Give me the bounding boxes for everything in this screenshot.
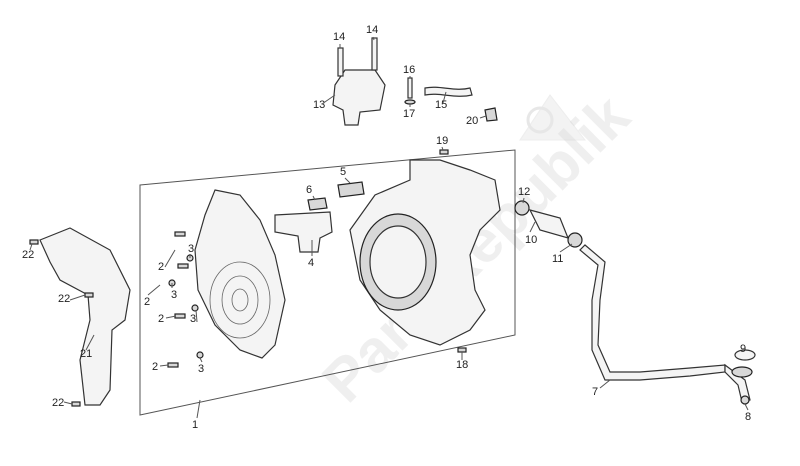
callout-13: 13 <box>313 99 325 111</box>
callout-2a: 2 <box>158 261 164 273</box>
housing-opening-inner <box>369 225 427 299</box>
screw-22b <box>84 292 94 298</box>
clip-20 <box>484 107 498 122</box>
flange-9b <box>731 366 753 378</box>
fan-cover-grille-inner <box>221 275 259 325</box>
screw-16 <box>407 77 413 99</box>
callout-2b: 2 <box>144 296 150 308</box>
callout-3b: 3 <box>171 289 177 301</box>
bolt-14b <box>371 37 378 71</box>
callout-8: 8 <box>745 411 751 423</box>
washer-17 <box>404 99 416 105</box>
screws <box>29 149 467 407</box>
callout-3c: 3 <box>190 313 196 325</box>
callout-labels: 1 2 2 2 2 3 3 3 3 4 5 6 7 8 9 10 11 12 1… <box>22 24 751 431</box>
callout-21: 21 <box>80 348 92 360</box>
callout-2d: 2 <box>152 361 158 373</box>
screw-22a <box>29 239 39 245</box>
callout-17: 17 <box>403 108 415 120</box>
nut-8 <box>740 395 750 405</box>
clamp-11 <box>567 232 583 248</box>
screw-2c <box>174 313 186 319</box>
callout-3a: 3 <box>188 243 194 255</box>
callout-12: 12 <box>518 186 530 198</box>
leader-lines <box>29 36 749 419</box>
watermark-gear-icon <box>519 94 587 141</box>
screw-22c <box>71 401 81 407</box>
callout-19: 19 <box>436 135 448 147</box>
nut-3c <box>191 304 199 312</box>
gasket-part <box>274 211 333 253</box>
callout-11: 11 <box>552 253 563 265</box>
screw-19 <box>439 149 449 155</box>
gasket-9 <box>734 349 756 361</box>
fan-cover-part <box>194 189 286 359</box>
callout-18: 18 <box>456 359 468 371</box>
callout-7: 7 <box>592 386 598 398</box>
fan-cover-grille <box>209 261 271 339</box>
screw-2a <box>174 231 186 237</box>
callout-22a: 22 <box>22 249 34 261</box>
side-cover-part <box>39 227 131 406</box>
fan-cover-grille-core <box>231 288 249 312</box>
callout-6: 6 <box>306 184 312 196</box>
screw-18 <box>457 347 467 353</box>
hose-15 <box>424 86 473 97</box>
callout-9: 9 <box>740 343 746 355</box>
pipe-7 <box>579 244 726 381</box>
callout-15: 15 <box>435 99 447 111</box>
callout-2c: 2 <box>158 313 164 325</box>
screw-2b <box>177 263 189 269</box>
callout-22c: 22 <box>52 397 64 409</box>
nut-3d <box>196 351 204 359</box>
callout-1: 1 <box>192 419 198 431</box>
callout-3d: 3 <box>198 363 204 375</box>
callout-5: 5 <box>340 166 346 178</box>
callout-14b: 14 <box>366 24 378 36</box>
callout-10: 10 <box>525 234 537 246</box>
clip-part <box>307 197 328 211</box>
seal-part <box>337 181 365 198</box>
assembly-frame <box>139 149 516 416</box>
callout-4: 4 <box>308 257 314 269</box>
callout-16: 16 <box>403 64 415 76</box>
screw-2d <box>167 362 179 368</box>
valve-block-part <box>332 69 386 126</box>
bolt-14a <box>337 47 344 77</box>
callout-22b: 22 <box>58 293 70 305</box>
callout-20: 20 <box>466 115 478 127</box>
clamp-12 <box>514 200 530 216</box>
callout-14a: 14 <box>333 31 345 43</box>
